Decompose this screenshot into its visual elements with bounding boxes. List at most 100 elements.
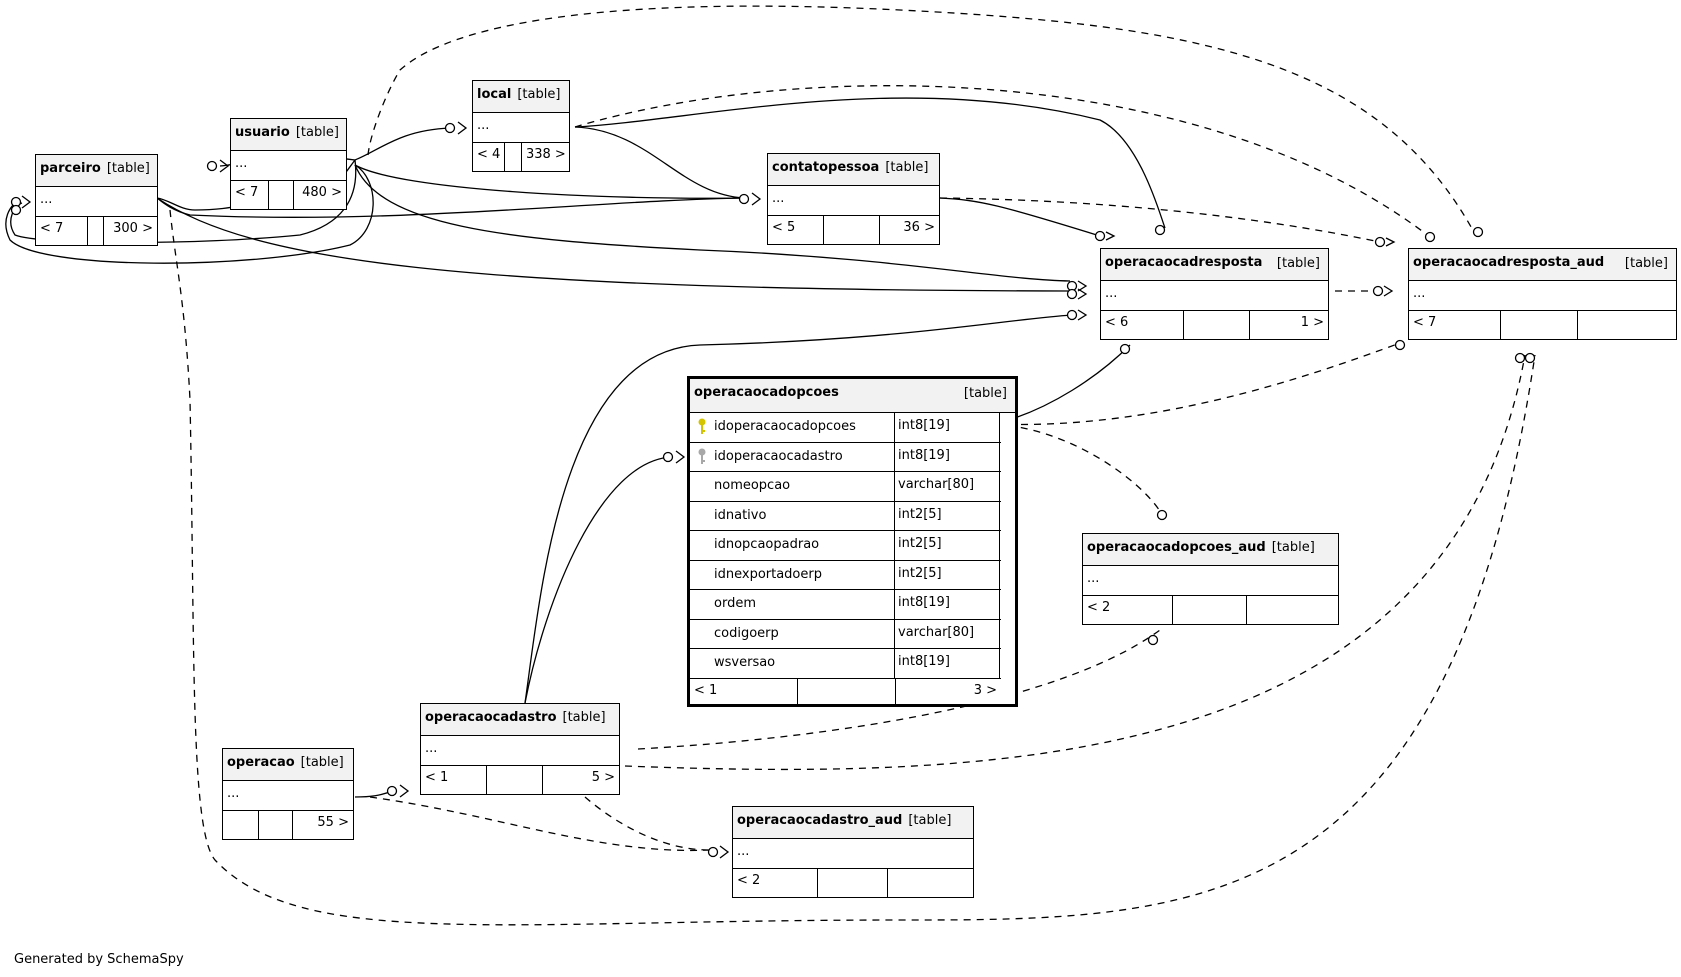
table-header: operacao[table]: [223, 749, 353, 781]
children-count[interactable]: [1246, 596, 1338, 624]
table-footer: < 7: [1409, 311, 1676, 339]
column-name: codigoerp: [714, 625, 779, 641]
table-type: [table]: [562, 710, 606, 725]
parents-count[interactable]: < 6: [1105, 315, 1129, 330]
table-footer: < 1 5 >: [421, 766, 619, 794]
children-count[interactable]: 55 >: [291, 811, 353, 839]
column-type: int8[19]: [895, 590, 1000, 619]
column-name-cell: idnopcaopadrao: [690, 531, 895, 560]
children-count[interactable]: 300 >: [102, 217, 157, 245]
column-row[interactable]: idoperacaocadopcoes int8[19]: [690, 413, 1001, 443]
table-operacaocadastro-aud[interactable]: operacaocadastro_aud [table] ... < 2: [732, 806, 974, 898]
children-count[interactable]: 3 >: [895, 678, 1001, 707]
key-icon: [698, 418, 706, 434]
children-count[interactable]: 1 >: [1248, 311, 1328, 339]
collapsed-columns: ...: [223, 781, 353, 811]
table-type: [table]: [908, 813, 952, 828]
row-count: [1499, 311, 1577, 339]
table-name: local: [477, 87, 512, 102]
parents-count[interactable]: [223, 811, 258, 839]
children-count[interactable]: 5 >: [541, 766, 619, 794]
table-type: [table]: [1271, 540, 1315, 555]
column-name: ordem: [714, 596, 756, 611]
column-name: idoperacaocadastro: [714, 448, 843, 464]
children-count[interactable]: [886, 869, 973, 897]
column-row[interactable]: idnexportadoerp int2[5]: [690, 560, 1001, 590]
column-name-cell: idoperacaocadastro: [690, 442, 895, 471]
table-type: [table]: [300, 755, 344, 770]
column-name-cell: idnexportadoerp: [690, 560, 895, 589]
column-row[interactable]: nomeopcao varchar[80]: [690, 472, 1001, 502]
table-operacaocadresposta[interactable]: operacaocadresposta[table] ... < 6 1 >: [1100, 248, 1329, 340]
table-header: operacaocadastro_aud [table]: [733, 807, 973, 839]
table-type: [table]: [295, 125, 339, 140]
collapsed-columns: ...: [1101, 281, 1328, 311]
column-row[interactable]: ordem int8[19]: [690, 590, 1001, 620]
children-count[interactable]: [1577, 311, 1676, 339]
collapsed-columns: ...: [733, 839, 973, 869]
column-name: idnexportadoerp: [714, 566, 822, 582]
table-local[interactable]: local[table] ... < 4 338 >: [472, 80, 570, 172]
children-count[interactable]: 480 >: [293, 181, 346, 209]
parents-count[interactable]: < 7: [235, 185, 259, 200]
table-name: operacaocadresposta_aud: [1413, 255, 1605, 270]
table-type: [table]: [1276, 256, 1320, 271]
column-name-cell: wsversao: [690, 649, 895, 678]
column-name-cell: idnativo: [690, 501, 895, 530]
table-name: operacaocadopcoes_aud: [1087, 540, 1266, 555]
collapsed-columns: ...: [768, 186, 939, 216]
table-type: [table]: [885, 160, 929, 175]
row-count: [1172, 596, 1246, 624]
parents-count[interactable]: < 5: [772, 220, 796, 235]
column-row[interactable]: idoperacaocadastro int8[19]: [690, 442, 1001, 472]
table-type: [table]: [106, 161, 150, 176]
table-name: operacaocadastro_aud: [737, 813, 903, 828]
table-header: operacaocadresposta_aud[table]: [1409, 249, 1676, 281]
collapsed-columns: ...: [231, 151, 346, 181]
collapsed-columns: ...: [473, 113, 569, 143]
column-name-cell: ordem: [690, 590, 895, 619]
collapsed-columns: ...: [421, 736, 619, 766]
column-name-cell: codigoerp: [690, 619, 895, 648]
table-name: operacaocadopcoes: [694, 385, 839, 400]
table-operacao[interactable]: operacao[table] ... 55 >: [222, 748, 354, 840]
column-type: int8[19]: [895, 649, 1000, 678]
table-header: operacaocadopcoes_aud [table]: [1083, 534, 1338, 566]
parents-count[interactable]: < 2: [1087, 600, 1111, 615]
table-contatopessoa[interactable]: contatopessoa [table] ... < 5 36 >: [767, 153, 940, 245]
column-row[interactable]: codigoerp varchar[80]: [690, 619, 1001, 649]
table-header: operacaocadopcoes[table]: [690, 379, 1015, 413]
table-header: local[table]: [473, 81, 569, 113]
children-count[interactable]: 338 >: [520, 143, 569, 171]
table-parceiro[interactable]: parceiro[table] ... < 7 300 >: [35, 154, 158, 246]
row-count: [822, 216, 879, 244]
parents-count[interactable]: < 4: [477, 147, 501, 162]
table-operacaocadopcoes[interactable]: operacaocadopcoes[table] idoperacaocadop…: [687, 376, 1018, 707]
parents-count[interactable]: < 2: [737, 873, 761, 888]
column-name: idnopcaopadrao: [714, 537, 820, 552]
generated-by-credit: Generated by SchemaSpy: [14, 952, 184, 967]
collapsed-columns: ...: [1409, 281, 1676, 311]
children-count[interactable]: 36 >: [879, 216, 939, 244]
table-footer: < 5 36 >: [768, 216, 939, 244]
row-count: [1182, 311, 1249, 339]
table-name: parceiro: [40, 161, 101, 176]
column-type: int8[19]: [895, 442, 1000, 471]
table-operacaocadopcoes-aud[interactable]: operacaocadopcoes_aud[table] ... < 2: [1082, 533, 1339, 625]
parents-count[interactable]: < 7: [1413, 315, 1437, 330]
parents-count[interactable]: < 1: [694, 682, 718, 698]
column-type: int2[5]: [895, 560, 1000, 589]
column-name: nomeopcao: [714, 478, 791, 493]
column-row[interactable]: idnativo int2[5]: [690, 501, 1001, 531]
parents-count[interactable]: < 7: [40, 221, 64, 236]
table-operacaocadastro[interactable]: operacaocadastro[table] ... < 1 5 >: [420, 703, 620, 795]
column-row[interactable]: idnopcaopadrao int2[5]: [690, 531, 1001, 561]
row-count: [86, 217, 103, 245]
row-count: [797, 678, 895, 707]
parents-count[interactable]: < 1: [425, 770, 449, 785]
table-operacaocadresposta-aud[interactable]: operacaocadresposta_aud[table] ... < 7: [1408, 248, 1677, 340]
column-row[interactable]: wsversao int8[19]: [690, 649, 1001, 679]
table-name: contatopessoa: [772, 160, 880, 175]
table-usuario[interactable]: usuario[table] ... < 7 480 >: [230, 118, 347, 210]
